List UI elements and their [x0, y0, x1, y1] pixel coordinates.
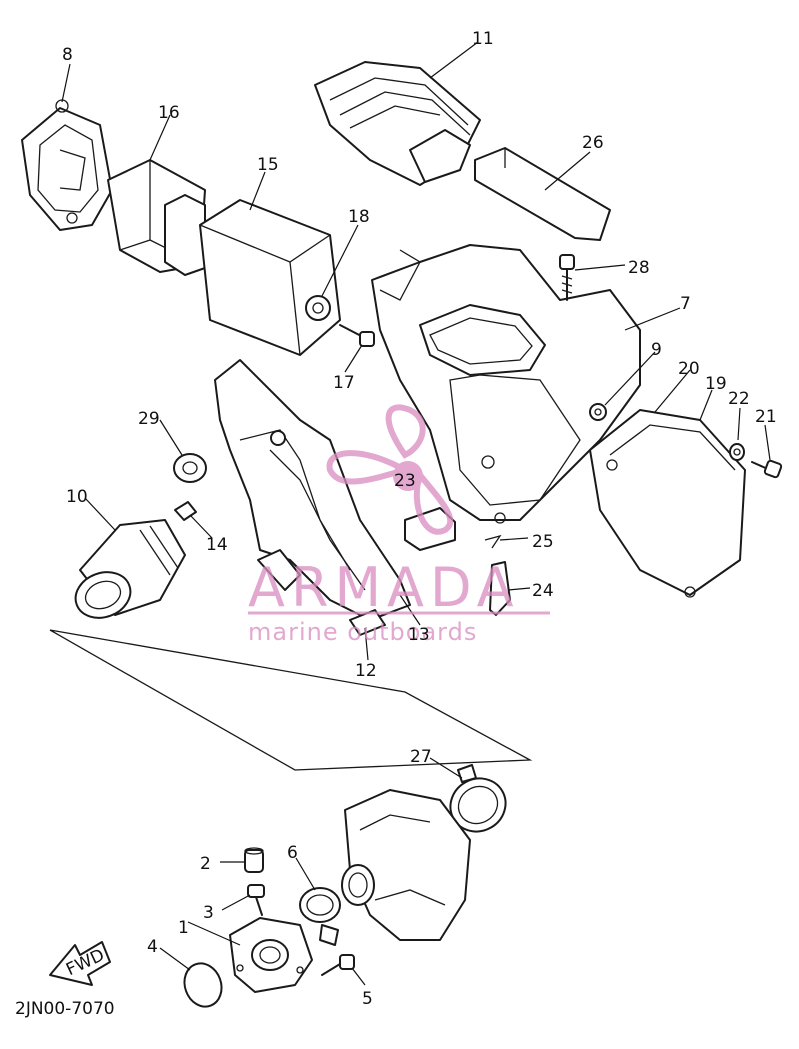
callout-15: 15	[257, 155, 279, 175]
callout-18: 18	[348, 207, 370, 227]
callout-4: 4	[147, 937, 158, 957]
part-2-cap	[244, 847, 264, 873]
part-3-nipple	[247, 884, 265, 916]
assembly-outline	[49, 629, 533, 771]
part-6-clamp	[299, 887, 341, 946]
callout-21: 21	[755, 407, 777, 427]
callout-3: 3	[203, 903, 214, 923]
callout-28: 28	[628, 258, 650, 278]
part-code: 2JN00-7070	[15, 999, 115, 1019]
callout-25: 25	[532, 532, 554, 552]
callout-10: 10	[66, 487, 88, 507]
callout-29: 29	[138, 409, 160, 429]
callout-14: 14	[206, 535, 228, 555]
callout-7: 7	[680, 294, 691, 314]
fwd-arrow-icon: FWD	[49, 941, 111, 986]
callout-6: 6	[287, 843, 298, 863]
part-25-clip	[484, 534, 502, 549]
callout-2: 2	[200, 854, 211, 874]
callout-8: 8	[62, 45, 73, 65]
part-4-oring	[183, 962, 223, 1008]
callout-22: 22	[728, 389, 750, 409]
part-24-hose	[489, 561, 511, 616]
watermark-tagline: marine outboards	[248, 618, 477, 646]
callout-11: 11	[472, 29, 494, 49]
callout-9: 9	[651, 340, 662, 360]
part-22-washer	[729, 443, 745, 461]
part-21-bolt	[751, 459, 783, 479]
part-5-bolt	[321, 954, 355, 976]
callout-19: 19	[705, 374, 727, 394]
carburetor-body	[341, 789, 471, 941]
part-26-foam	[474, 147, 611, 241]
propeller-logo-icon	[326, 404, 454, 535]
part-9-grommet	[589, 403, 607, 421]
part-10-joint	[74, 519, 186, 619]
leader-lines	[61, 41, 771, 986]
callout-12: 12	[355, 661, 377, 681]
part-17-bolt	[339, 324, 375, 347]
callouts: 8 16 15 18 11 26 28 7 9 20 19 22 21 17 2…	[62, 29, 777, 1009]
part-7-airbox	[371, 244, 641, 524]
callout-27: 27	[410, 747, 432, 767]
callout-24: 24	[532, 581, 554, 601]
part-8-bracket	[21, 99, 113, 231]
callout-5: 5	[362, 989, 373, 1009]
part-1-manifold	[229, 917, 313, 993]
callout-1: 1	[178, 918, 189, 938]
part-15-filter	[199, 199, 341, 356]
part-28-bolt	[559, 254, 575, 301]
part-16-duct	[107, 159, 206, 276]
watermark: ARMADA marine outboards	[248, 404, 550, 646]
callout-20: 20	[678, 359, 700, 379]
part-29-grommet	[173, 453, 207, 483]
callout-17: 17	[333, 373, 355, 393]
part-20-cover	[589, 409, 746, 598]
callout-26: 26	[582, 133, 604, 153]
callout-16: 16	[158, 103, 180, 123]
watermark-brand: ARMADA	[248, 556, 520, 619]
callout-13: 13	[408, 625, 430, 645]
part-11-boot	[314, 61, 481, 186]
callout-23: 23	[394, 471, 416, 491]
